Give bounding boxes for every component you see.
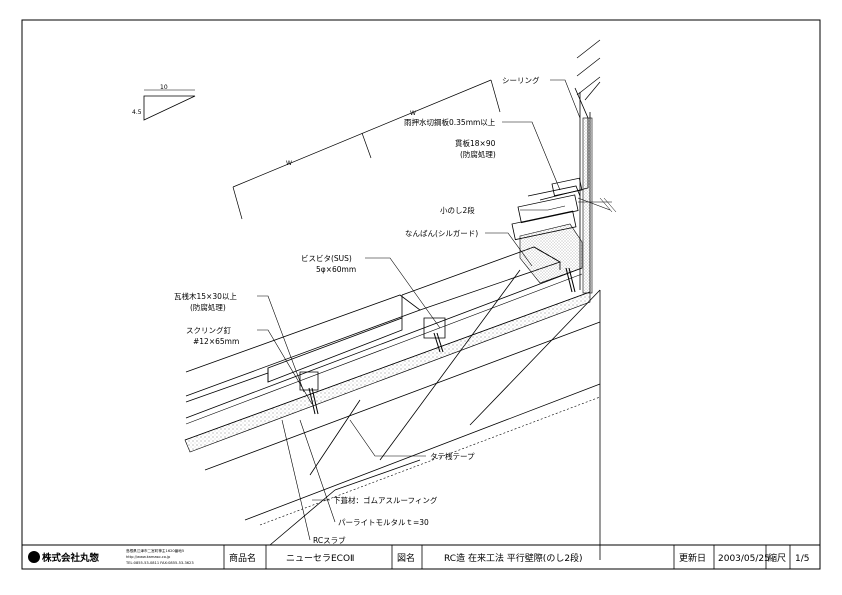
leader-lines [257, 79, 581, 541]
scale-label: 縮尺 [768, 552, 786, 564]
slope-indicator [143, 89, 196, 121]
address-line-2: http://www.kamaso.co.jp [126, 555, 171, 559]
label-underlay: 下葺材：ゴムアスルーフィング [333, 495, 438, 505]
dimension-line [232, 79, 501, 220]
label-sealing: シーリング [502, 75, 540, 85]
label-slab: RCスラブ [313, 535, 346, 545]
noshi-tiles [511, 185, 581, 241]
title-block: 株式会社丸惣 島根県江津市二宮町神主1620番地5 http://www.kam… [21, 544, 821, 570]
underlay-layer [185, 267, 583, 419]
label-board-treatment: (防腐処理) [460, 149, 496, 159]
label-tape: タテ桟テープ [430, 451, 475, 461]
label-noshi: 小のし2段 [440, 205, 475, 215]
dimension-right-label: W [410, 110, 416, 117]
mortar-layer [184, 291, 591, 453]
company-name: 株式会社丸惣 [42, 552, 100, 564]
address-line-1: 島根県江津市二宮町神主1620番地5 [126, 548, 184, 553]
slope-run-label: 10 [160, 84, 168, 91]
sheet-border [21, 19, 821, 570]
updated-value: 2003/05/25 [718, 554, 770, 564]
label-nail-size: #12×65mm [193, 337, 239, 346]
flashing [539, 87, 617, 213]
screws [308, 267, 576, 415]
label-screw-name: ビスビタ(SUS) [301, 254, 352, 263]
drawing-labels: 10 4.5 W W シーリング 雨押水切鋼板0.35mm以上 貫板18×90 … [132, 75, 540, 545]
label-nanban: なんばん(シルガード) [405, 228, 478, 238]
nanban-bed [519, 223, 583, 284]
dimension-left-label: W [286, 160, 292, 167]
label-screw-size: 5φ×60mm [316, 265, 356, 274]
wall [576, 39, 601, 294]
label-batten-treatment: (防腐処理) [190, 302, 226, 312]
label-flashing: 雨押水切鋼板0.35mm以上 [404, 117, 496, 127]
slope-rise-label: 4.5 [132, 109, 142, 116]
scale-value: 1/5 [795, 554, 809, 564]
label-mortar: パーライトモルタルｔ=30 [338, 518, 429, 527]
label-board: 貫板18×90 [455, 138, 496, 148]
company-logo-icon [28, 551, 40, 563]
drawing-name-value: RC造 在来工法 平行壁際(のし2段) [444, 552, 583, 564]
label-nail-name: スクリング釘 [186, 325, 231, 335]
label-batten: 瓦桟木15×30以上 [174, 291, 237, 301]
section-drawing [143, 39, 617, 560]
updated-label: 更新日 [679, 552, 706, 564]
product-label: 商品名 [229, 552, 256, 564]
address-line-3: TEL:0855-53-0811 FAX:0855-53-3623 [125, 561, 194, 565]
product-value: ニューセラECOⅡ [286, 553, 355, 564]
roof-tiles [185, 246, 561, 403]
drawing-name-label: 図名 [397, 552, 415, 564]
